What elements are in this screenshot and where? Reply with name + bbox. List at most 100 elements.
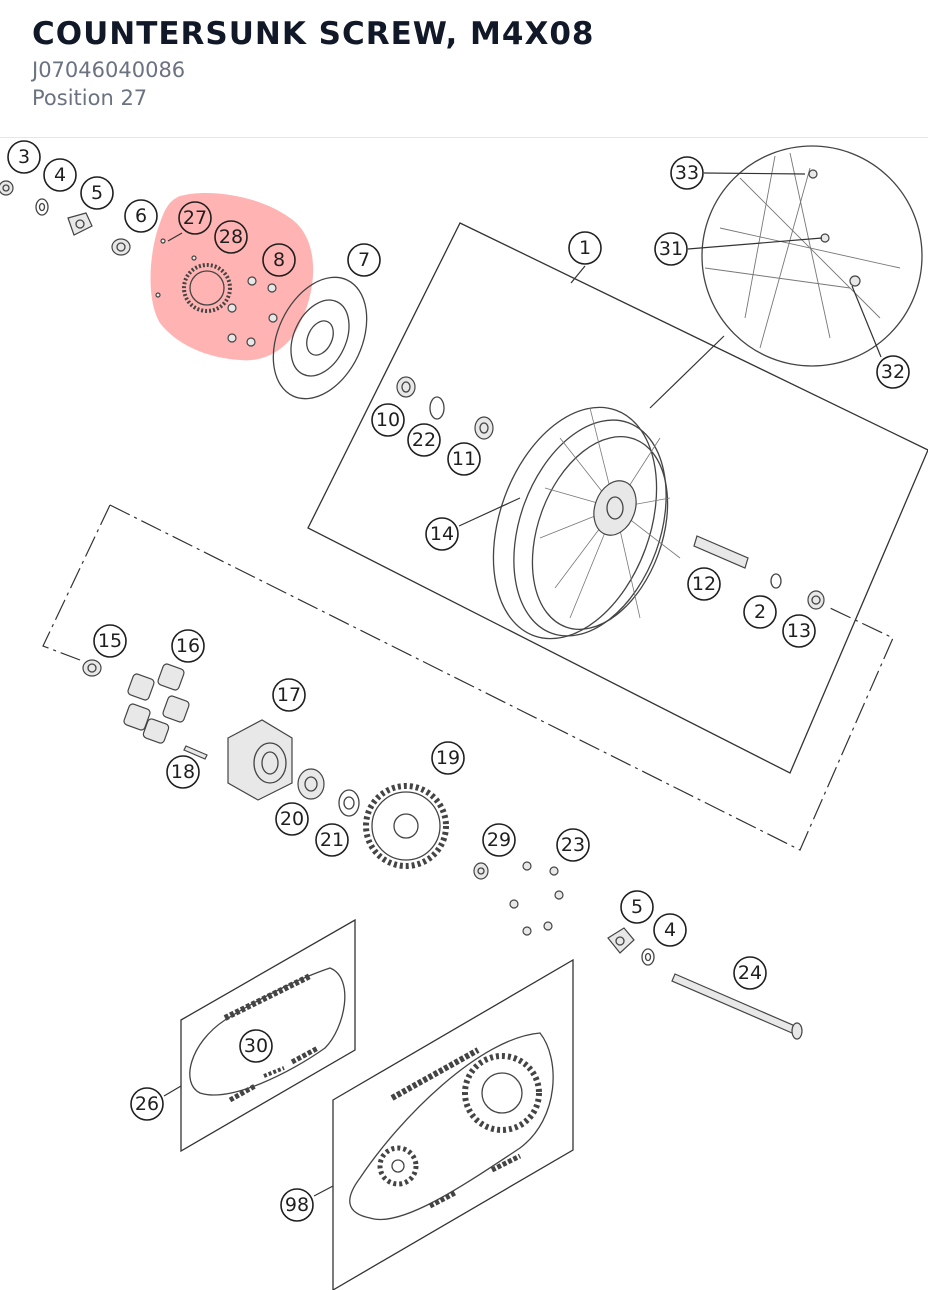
bearing-part: [474, 416, 494, 440]
sprocket-nuts: [509, 861, 564, 936]
wheel-spindle-part: [671, 973, 803, 1040]
callout-number: 4: [664, 919, 676, 941]
callout-number: 18: [171, 761, 195, 783]
callout-number: 26: [135, 1093, 159, 1115]
callout-14[interactable]: 14: [425, 517, 459, 551]
brake-disc-part: [272, 276, 368, 400]
callout-number: 28: [219, 226, 243, 248]
callout-number: 6: [135, 205, 147, 227]
callout-4[interactable]: 4: [653, 913, 687, 947]
carrier-spacer-part: [338, 789, 360, 817]
callout-number: 32: [881, 361, 905, 383]
spoke-detail-view: [701, 145, 923, 367]
chain-part: [189, 967, 346, 1103]
callout-28[interactable]: 28: [214, 220, 248, 254]
callout-23[interactable]: 23: [556, 828, 590, 862]
callout-27[interactable]: 27: [178, 201, 212, 235]
callout-number: 5: [631, 896, 643, 918]
callout-13[interactable]: 13: [782, 614, 816, 648]
callout-10[interactable]: 10: [371, 403, 405, 437]
wheel-assembly-frame: [307, 222, 928, 774]
exploded-parts-diagram: 3456272887133313210221114122131516171819…: [0, 140, 928, 1290]
callout-16[interactable]: 16: [171, 629, 205, 663]
position-label: Position 27: [32, 86, 148, 110]
callout-number: 17: [277, 684, 301, 706]
spacer-sleeve-part: [693, 535, 749, 569]
callout-22[interactable]: 22: [407, 423, 441, 457]
callout-number: 11: [452, 448, 476, 470]
hub-spacer-part: [82, 659, 102, 677]
rear-sprocket-part: [363, 783, 449, 869]
carrier-bearing-part: [297, 768, 325, 800]
shaft-seal-part: [807, 590, 825, 610]
washer-part: [35, 198, 49, 216]
callout-number: 21: [320, 829, 344, 851]
callout-8[interactable]: 8: [262, 243, 296, 277]
chain-adjuster-part: [67, 212, 93, 236]
callout-number: 10: [376, 409, 400, 431]
callout-number: 12: [692, 573, 716, 595]
callout-number: 20: [280, 808, 304, 830]
callout-number: 8: [273, 249, 285, 271]
countersunk-screws: [155, 238, 278, 347]
callout-11[interactable]: 11: [447, 442, 481, 476]
callout-4[interactable]: 4: [43, 158, 77, 192]
callout-20[interactable]: 20: [275, 802, 309, 836]
callout-18[interactable]: 18: [166, 755, 200, 789]
callout-7[interactable]: 7: [347, 243, 381, 277]
callout-number: 14: [430, 523, 454, 545]
callout-31[interactable]: 31: [654, 232, 688, 266]
callout-26[interactable]: 26: [130, 1087, 164, 1121]
callout-number: 22: [412, 429, 436, 451]
circlip-part: [429, 396, 445, 420]
callout-21[interactable]: 21: [315, 823, 349, 857]
hub-assembly-frame: [42, 504, 111, 661]
abs-ring-part: [182, 263, 232, 313]
hub-assembly-frame-line: [109, 504, 894, 851]
callout-17[interactable]: 17: [272, 678, 306, 712]
callout-29[interactable]: 29: [482, 823, 516, 857]
chain-adjuster-part-right: [607, 927, 635, 954]
rear-wheel-part: [492, 406, 681, 640]
callout-3[interactable]: 3: [7, 140, 41, 174]
carrier-bolt-part: [183, 745, 208, 760]
callout-6[interactable]: 6: [124, 199, 158, 233]
callout-number: 2: [754, 601, 766, 623]
damper-rubber-part: [123, 663, 190, 744]
callout-number: 16: [176, 635, 200, 657]
callout-19[interactable]: 19: [431, 741, 465, 775]
sprocket-carrier-part: [227, 719, 293, 801]
callout-2[interactable]: 2: [743, 595, 777, 629]
callout-32[interactable]: 32: [876, 355, 910, 389]
seal-part: [396, 376, 416, 398]
callout-15[interactable]: 15: [93, 624, 127, 658]
chain-kit-frame: [180, 918, 356, 1153]
part-title: COUNTERSUNK SCREW, M4X08: [32, 16, 595, 52]
callout-5[interactable]: 5: [80, 176, 114, 210]
callout-12[interactable]: 12: [687, 567, 721, 601]
callout-number: 1: [579, 237, 591, 259]
callout-number: 31: [659, 238, 683, 260]
callout-number: 19: [436, 747, 460, 769]
callout-1[interactable]: 1: [568, 231, 602, 265]
o-ring-part: [770, 573, 782, 589]
callout-30[interactable]: 30: [239, 1029, 273, 1063]
leader-lines: [163, 172, 882, 1197]
part-number: J07046040086: [32, 58, 186, 82]
spacer-part: [111, 238, 131, 256]
callout-number: 15: [98, 630, 122, 652]
part-header: COUNTERSUNK SCREW, M4X08 J07046040086 Po…: [0, 0, 928, 138]
callout-number: 33: [675, 162, 699, 184]
washer-part-right: [641, 948, 655, 966]
callout-5[interactable]: 5: [620, 890, 654, 924]
callout-number: 3: [18, 146, 30, 168]
callout-98[interactable]: 98: [280, 1188, 314, 1222]
callout-24[interactable]: 24: [733, 956, 767, 990]
chain-sprocket-kit-frame: [332, 958, 574, 1290]
callout-number: 24: [738, 962, 762, 984]
callout-number: 29: [487, 829, 511, 851]
callout-number: 4: [54, 164, 66, 186]
callout-33[interactable]: 33: [670, 156, 704, 190]
sprocket-spacer-part: [473, 862, 489, 880]
